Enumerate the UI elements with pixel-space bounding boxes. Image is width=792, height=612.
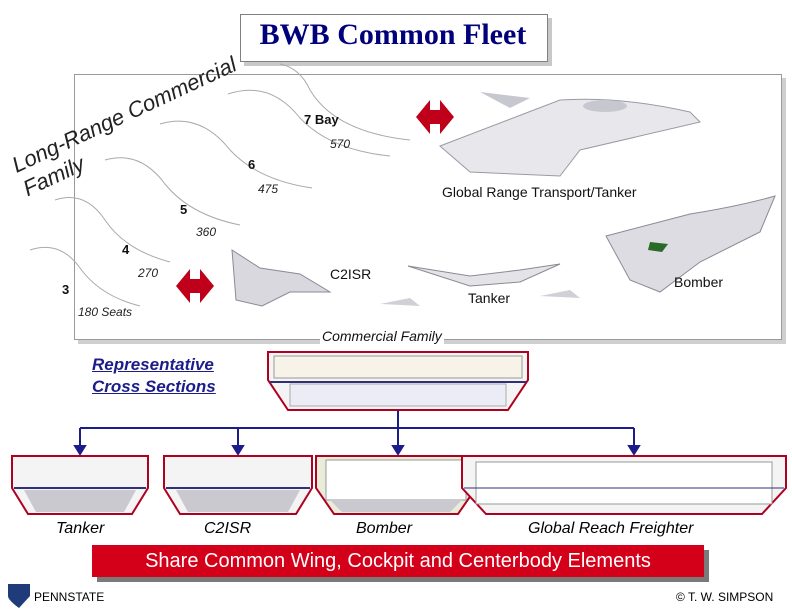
- commercial-cross-section: [267, 351, 529, 411]
- cross-section-label-freighter: Global Reach Freighter: [528, 520, 694, 537]
- seat-label-3: 3: [62, 282, 70, 297]
- cross-sections-title: Representative Cross Sections: [92, 354, 216, 398]
- cross-sections-title-line1: Representative: [92, 355, 214, 374]
- cross-section-label-c2isr: C2ISR: [204, 520, 252, 537]
- freighter-cross-section: [461, 455, 787, 515]
- aircraft-tanker-image: [380, 263, 580, 306]
- family-outline-sketches: [29, 63, 411, 307]
- seat-label-6: 6: [248, 157, 256, 172]
- page-title: BWB Common Fleet: [259, 18, 527, 51]
- aircraft-c2isr-image: [231, 249, 332, 307]
- seat-label-7-bay: 7 Bay: [304, 112, 339, 127]
- cross-sections-title-line2: Cross Sections: [92, 377, 216, 396]
- capacity-label-475: 475: [258, 182, 279, 196]
- aircraft-bomber-image: [605, 195, 776, 293]
- seat-label-4: 4: [122, 242, 130, 257]
- aircraft-label-c2isr: C2ISR: [330, 266, 372, 282]
- capacity-label-570: 570: [330, 137, 351, 151]
- aircraft-transport-image: [439, 92, 701, 177]
- capacity-label-360: 360: [196, 225, 217, 239]
- tanker-cross-section: [11, 455, 149, 515]
- capacity-label-270: 270: [138, 266, 159, 280]
- bomber-cross-section: [315, 455, 477, 515]
- commercial-family-label: Commercial Family: [320, 328, 444, 344]
- capacity-label-180: 180 Seats: [78, 305, 133, 319]
- seat-label-5: 5: [180, 202, 188, 217]
- cross-section-label-tanker: Tanker: [56, 520, 105, 537]
- cross-section-label-bomber: Bomber: [356, 520, 413, 537]
- penn-state-logo-text: PENNSTATE: [34, 590, 105, 604]
- title-box: [240, 14, 548, 62]
- c2isr-cross-section: [163, 455, 313, 515]
- penn-state-shield-icon: [8, 584, 30, 608]
- aircraft-label-tanker: Tanker: [468, 290, 511, 306]
- aircraft-label-transport: Global Range Transport/Tanker: [442, 184, 637, 200]
- copyright-credit: © T. W. SIMPSON: [676, 590, 774, 604]
- double-arrow-icon: [416, 100, 454, 134]
- banner-text: Share Common Wing, Cockpit and Centerbod…: [145, 550, 651, 572]
- cross-section-connector: [73, 410, 641, 456]
- banner: [92, 545, 704, 577]
- aircraft-label-bomber: Bomber: [674, 274, 724, 290]
- double-arrow-icon: [176, 269, 214, 303]
